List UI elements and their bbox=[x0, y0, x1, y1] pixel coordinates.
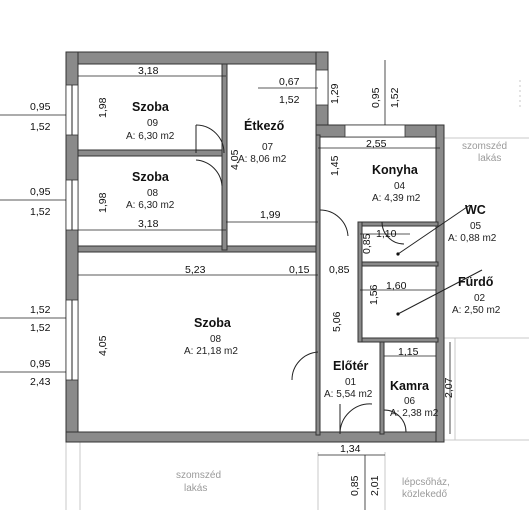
svg-text:2,43: 2,43 bbox=[30, 376, 51, 388]
dimension-lines bbox=[0, 60, 451, 510]
svg-text:0,95: 0,95 bbox=[30, 186, 51, 198]
doors bbox=[195, 124, 407, 435]
svg-text:A: 21,18 m2: A: 21,18 m2 bbox=[184, 346, 238, 357]
svg-text:A: 8,06 m2: A: 8,06 m2 bbox=[238, 154, 287, 165]
svg-text:lakás: lakás bbox=[184, 483, 207, 494]
svg-text:1,34: 1,34 bbox=[340, 443, 361, 455]
svg-text:1,52: 1,52 bbox=[30, 206, 51, 218]
svg-text:4,05: 4,05 bbox=[97, 335, 109, 356]
svg-text:0,85: 0,85 bbox=[329, 264, 350, 276]
svg-text:1,45: 1,45 bbox=[329, 155, 341, 176]
svg-text:lépcsőház,: lépcsőház, bbox=[402, 477, 450, 488]
svg-text:0,95: 0,95 bbox=[30, 358, 51, 370]
svg-text:2,01: 2,01 bbox=[369, 475, 381, 496]
svg-text:0,85: 0,85 bbox=[361, 233, 373, 254]
room-szoba-08-small: Szoba 08 A: 6,30 m2 bbox=[126, 170, 175, 211]
svg-text:1,52: 1,52 bbox=[279, 94, 300, 106]
svg-text:2,55: 2,55 bbox=[366, 138, 387, 150]
svg-text:Fürdő: Fürdő bbox=[458, 275, 494, 289]
svg-text:A: 0,88 m2: A: 0,88 m2 bbox=[448, 233, 497, 244]
neighbor-apartment-right: szomszéd lakás bbox=[462, 141, 507, 164]
svg-text:szomszéd: szomszéd bbox=[462, 141, 507, 152]
windows bbox=[65, 69, 406, 381]
svg-text:05: 05 bbox=[470, 221, 482, 232]
svg-text:1,98: 1,98 bbox=[97, 97, 109, 118]
svg-text:04: 04 bbox=[394, 181, 406, 192]
svg-text:0,85: 0,85 bbox=[349, 475, 361, 496]
svg-text:3,18: 3,18 bbox=[138, 65, 159, 77]
dimension-labels: 3,18 3,18 5,23 1,99 0,15 0,85 2,55 1,10 … bbox=[30, 65, 419, 455]
svg-text:közlekedő: közlekedő bbox=[402, 489, 447, 500]
svg-text:Étkező: Étkező bbox=[244, 118, 285, 133]
svg-text:Szoba: Szoba bbox=[194, 316, 232, 330]
svg-text:08: 08 bbox=[210, 334, 222, 345]
svg-text:Szoba: Szoba bbox=[132, 170, 170, 184]
svg-text:1,52: 1,52 bbox=[30, 322, 51, 334]
svg-text:5,23: 5,23 bbox=[185, 264, 206, 276]
walls bbox=[65, 51, 445, 443]
vertical-dimension-labels: 1,98 1,98 4,05 4,05 1,45 0,85 1,56 5,06 … bbox=[97, 83, 455, 496]
svg-text:1,52: 1,52 bbox=[30, 121, 51, 133]
svg-text:A: 6,30 m2: A: 6,30 m2 bbox=[126, 200, 175, 211]
svg-text:0,15: 0,15 bbox=[289, 264, 310, 276]
svg-text:1,98: 1,98 bbox=[97, 192, 109, 213]
room-furdo-02: Fürdő 02 A: 2,50 m2 bbox=[452, 275, 501, 316]
svg-text:0,95: 0,95 bbox=[370, 87, 382, 108]
svg-text:1,56: 1,56 bbox=[368, 284, 380, 305]
svg-text:2,07: 2,07 bbox=[443, 377, 455, 398]
room-szoba-09: Szoba 09 A: 6,30 m2 bbox=[126, 100, 175, 142]
room-wc-05: WC 05 A: 0,88 m2 bbox=[448, 203, 497, 244]
svg-text:09: 09 bbox=[147, 118, 159, 129]
svg-text:06: 06 bbox=[404, 396, 416, 407]
svg-text:3,18: 3,18 bbox=[138, 218, 159, 230]
room-szoba-08-large: Szoba 08 A: 21,18 m2 bbox=[184, 316, 238, 357]
svg-text:Konyha: Konyha bbox=[372, 163, 419, 177]
room-kamra-06: Kamra 06 A: 2,38 m2 bbox=[390, 379, 439, 419]
svg-text:07: 07 bbox=[262, 142, 274, 153]
room-konyha-04: Konyha 04 A: 4,39 m2 bbox=[372, 163, 421, 204]
svg-text:A: 6,30 m2: A: 6,30 m2 bbox=[126, 131, 175, 142]
svg-text:szomszéd: szomszéd bbox=[176, 470, 221, 481]
svg-text:1,60: 1,60 bbox=[386, 280, 407, 292]
svg-text:1,52: 1,52 bbox=[30, 304, 51, 316]
svg-text:WC: WC bbox=[465, 203, 486, 217]
svg-text:A: 5,54 m2: A: 5,54 m2 bbox=[324, 389, 373, 400]
svg-text:Szoba: Szoba bbox=[132, 100, 170, 114]
svg-text:1,52: 1,52 bbox=[389, 87, 401, 108]
svg-text:Előtér: Előtér bbox=[333, 359, 369, 373]
svg-text:Kamra: Kamra bbox=[390, 379, 430, 393]
neighbor-outlines bbox=[65, 80, 529, 510]
svg-text:0,67: 0,67 bbox=[279, 76, 300, 88]
svg-text:lakás: lakás bbox=[478, 153, 501, 164]
svg-text:01: 01 bbox=[345, 377, 357, 388]
svg-text:A: 4,39 m2: A: 4,39 m2 bbox=[372, 193, 421, 204]
svg-text:4,05: 4,05 bbox=[229, 149, 241, 170]
stairwell-label: lépcsőház, közlekedő bbox=[402, 477, 450, 500]
svg-text:1,10: 1,10 bbox=[376, 228, 397, 240]
svg-text:0,95: 0,95 bbox=[30, 101, 51, 113]
neighbor-apartment-bottom: szomszéd lakás bbox=[176, 470, 221, 494]
svg-text:1,99: 1,99 bbox=[260, 209, 281, 221]
svg-text:08: 08 bbox=[147, 188, 159, 199]
svg-text:A: 2,50 m2: A: 2,50 m2 bbox=[452, 305, 501, 316]
svg-text:5,06: 5,06 bbox=[331, 311, 343, 332]
svg-text:A: 2,38 m2: A: 2,38 m2 bbox=[390, 408, 439, 419]
svg-text:1,29: 1,29 bbox=[329, 83, 341, 104]
svg-text:02: 02 bbox=[474, 293, 486, 304]
svg-text:1,15: 1,15 bbox=[398, 346, 419, 358]
leader-lines bbox=[396, 204, 483, 316]
room-eloter-01: Előtér 01 A: 5,54 m2 bbox=[324, 359, 373, 400]
room-etkezo-07: Étkező 07 A: 8,06 m2 bbox=[238, 118, 287, 165]
